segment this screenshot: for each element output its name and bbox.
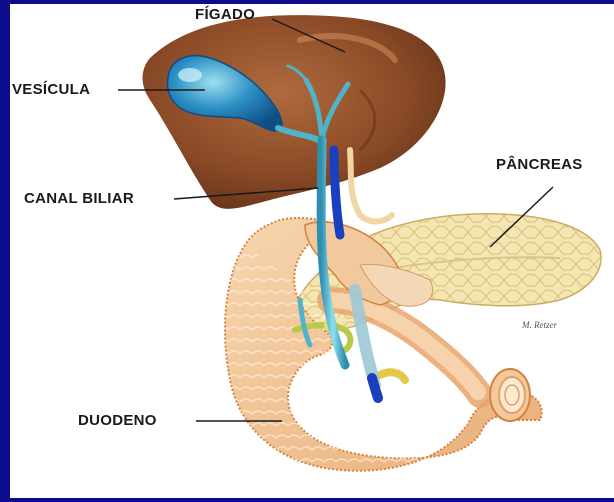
label-duodenum: DUODENO	[78, 412, 157, 429]
label-pancreas: PÂNCREAS	[496, 156, 583, 173]
label-gallbladder: VESÍCULA	[12, 81, 90, 98]
artist-credit: M. Retzer	[522, 320, 557, 330]
label-liver: FÍGADO	[195, 6, 255, 23]
label-bile-duct: CANAL BILIAR	[24, 190, 134, 207]
